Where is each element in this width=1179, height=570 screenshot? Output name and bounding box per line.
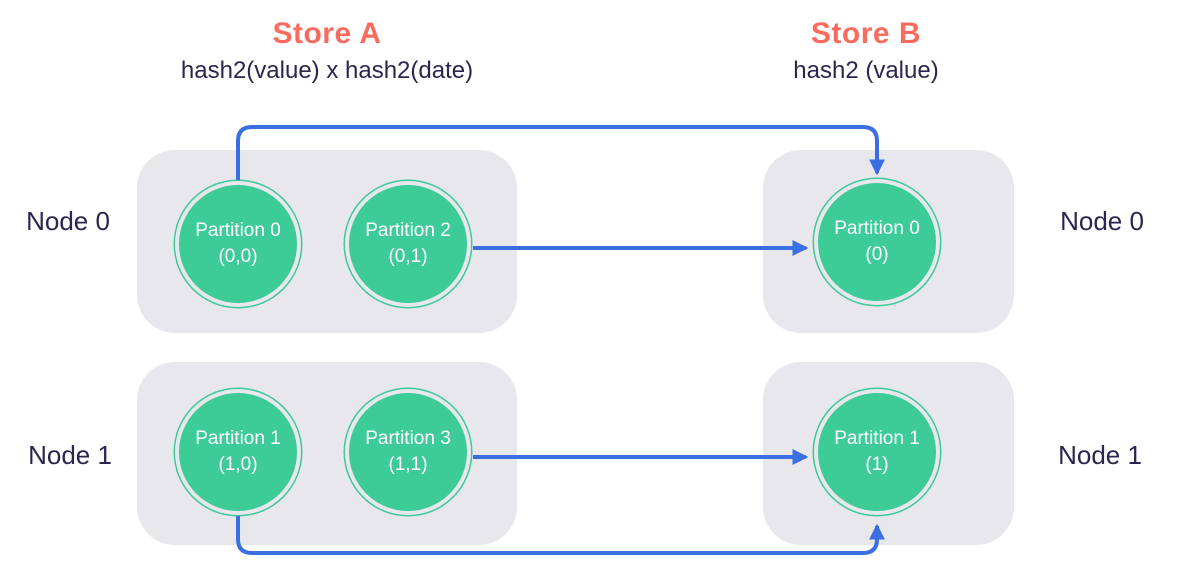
partition-a-3-coords: (1,1) (388, 454, 428, 475)
partition-b-1-name: Partition 1 (834, 428, 920, 450)
partition-a-2: Partition 2 (0,1) (349, 185, 467, 303)
partition-b-0-name: Partition 0 (834, 218, 920, 240)
partition-a-2-coords: (0,1) (388, 246, 428, 267)
partition-b-1: Partition 1 (1) (818, 393, 936, 511)
partition-b-0-coords: (0) (865, 244, 889, 265)
left-node-0-label: Node 0 (26, 206, 110, 236)
partition-a-0-coords: (0,0) (218, 246, 258, 267)
partition-a-0-name: Partition 0 (195, 220, 281, 242)
partition-a-0: Partition 0 (0,0) (179, 185, 297, 303)
right-node-1-label: Node 1 (1058, 440, 1142, 470)
left-node-1-label: Node 1 (28, 440, 112, 470)
partition-b-1-coords: (1) (865, 454, 889, 475)
partition-a-1: Partition 1 (1,0) (179, 393, 297, 511)
right-node-0-label: Node 0 (1060, 206, 1144, 236)
store-a-subtitle: hash2(value) x hash2(date) (180, 57, 474, 84)
store-b-header: Store B hash2 (value) (656, 16, 1076, 86)
partition-a-1-coords: (1,0) (218, 454, 258, 475)
store-b-subtitle: hash2 (value) (793, 57, 939, 84)
partition-a-3-name: Partition 3 (365, 428, 451, 450)
partition-a-1-name: Partition 1 (195, 428, 281, 450)
partition-b-0: Partition 0 (0) (818, 183, 936, 301)
partition-a-3: Partition 3 (1,1) (349, 393, 467, 511)
store-a-header: Store A hash2(value) x hash2(date) (117, 16, 537, 86)
store-a-title: Store A (272, 17, 382, 50)
partition-a-2-name: Partition 2 (365, 220, 451, 242)
store-b-title: Store B (810, 17, 922, 50)
